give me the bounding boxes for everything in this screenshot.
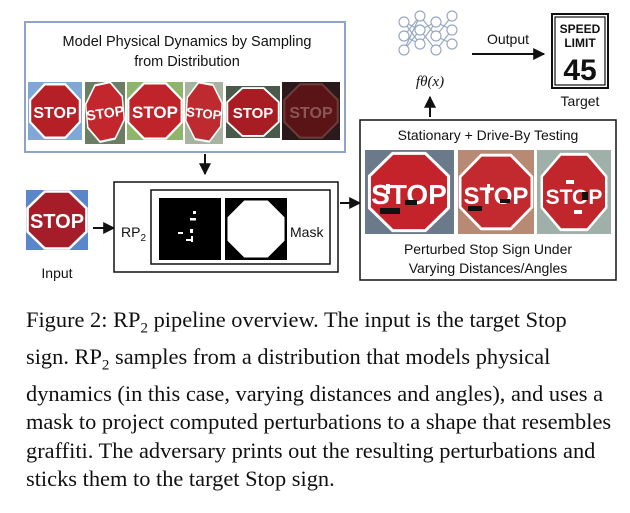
caption-text-2: samples from a distribution that models … — [26, 343, 612, 492]
svg-text:STOP: STOP — [30, 211, 84, 233]
target-speed-limit-sign: SPEED LIMIT 45 — [551, 13, 609, 89]
sampled-stop-sign-3: STOP — [127, 82, 183, 140]
sampled-stop-sign-2: STOP — [83, 78, 127, 146]
rp2-term-2: RP2 — [74, 343, 110, 374]
sampling-title-line2: from Distribution — [134, 54, 240, 70]
mask-octagon-image — [225, 198, 287, 260]
target-label: Target — [561, 93, 600, 109]
input-label: Input — [41, 265, 72, 281]
testing-title: Stationary + Drive-By Testing — [398, 127, 579, 143]
mask-label: Mask — [290, 224, 324, 240]
svg-text:45: 45 — [563, 54, 596, 87]
rp2-label: RP2 — [121, 224, 146, 244]
figure-label: Figure 2: — [26, 307, 108, 332]
testing-caption-line1: Perturbed Stop Sign Under — [404, 241, 572, 257]
rp2-term: RP2 — [113, 307, 148, 337]
caption-text-1: pipeline overview. The input is the targ… — [26, 307, 567, 369]
sampled-stop-sign-6: STOP — [282, 82, 340, 140]
svg-text:STOP: STOP — [233, 105, 274, 122]
model-function-label: fθ(x) — [416, 74, 444, 90]
svg-text:SPEED: SPEED — [560, 22, 601, 36]
mask-graffiti-image — [159, 198, 221, 260]
svg-text:STOP: STOP — [85, 102, 125, 123]
sampling-title-line1: Model Physical Dynamics by Sampling — [62, 34, 311, 50]
svg-text:STOP: STOP — [186, 104, 223, 123]
svg-text:STOP: STOP — [289, 105, 333, 122]
input-stop-sign: STOP — [26, 190, 88, 250]
perturbed-stop-sign-3: STOP — [537, 150, 611, 234]
svg-text:STOP: STOP — [371, 179, 447, 210]
svg-text:STOP: STOP — [464, 183, 529, 210]
output-label: Output — [487, 31, 529, 47]
sampled-stop-sign-1: STOP — [28, 82, 82, 140]
figure-caption: Figure 2: RP2 pipeline overview. The inp… — [26, 306, 614, 494]
svg-text:STOP: STOP — [546, 186, 603, 209]
pipeline-figure: Model Physical Dynamics by Sampling from… — [24, 10, 617, 281]
perturbed-stop-sign-1: STOP — [365, 150, 454, 234]
sampled-stop-sign-5: STOP — [226, 86, 280, 138]
testing-caption-line2: Varying Distances/Angles — [409, 260, 567, 276]
perturbed-stop-sign-2: STOP — [458, 150, 534, 234]
svg-text:STOP: STOP — [33, 105, 77, 122]
sampled-stop-sign-4: STOP — [183, 79, 225, 145]
svg-text:STOP: STOP — [132, 103, 178, 122]
svg-text:LIMIT: LIMIT — [564, 36, 596, 50]
neural-network-icon — [398, 10, 458, 56]
